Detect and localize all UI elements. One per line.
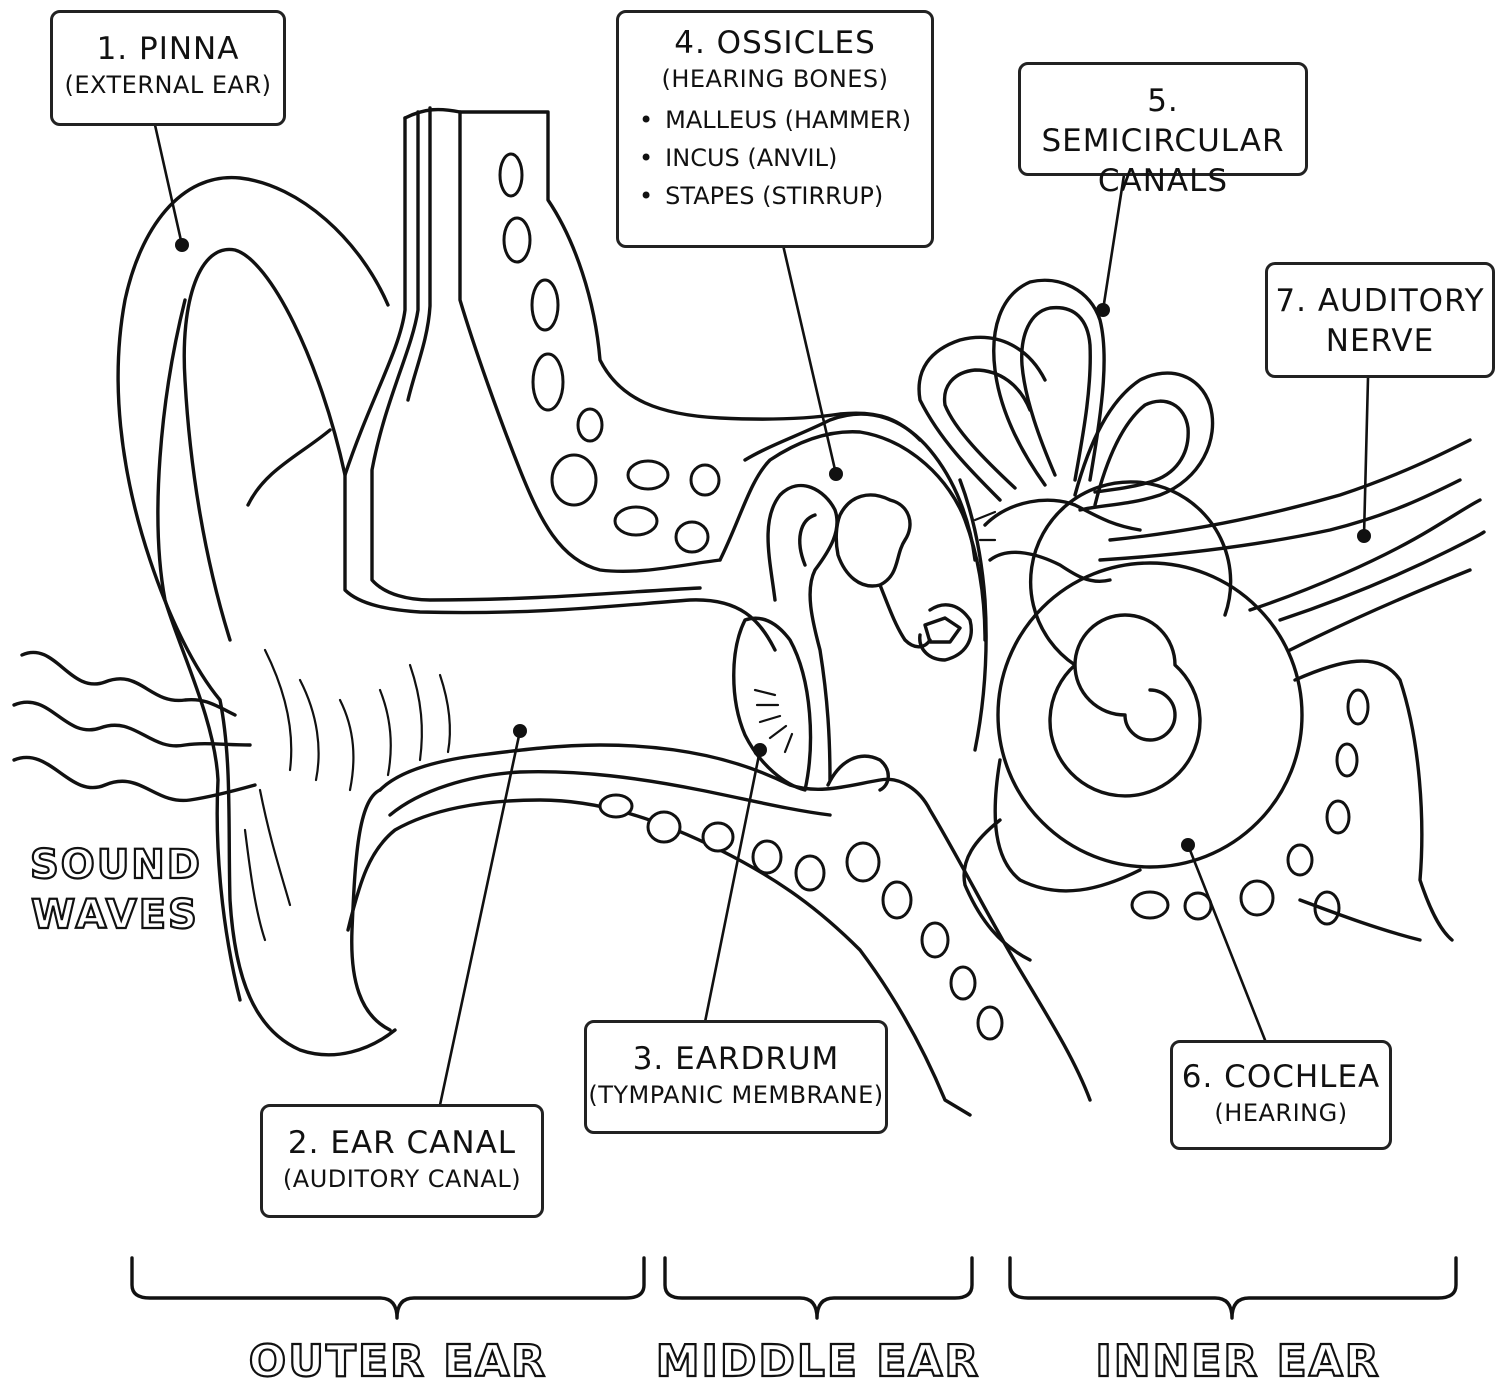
label-semicircular-canals: 5. SEMICIRCULAR CANALS	[1018, 62, 1308, 176]
label-cochlea-subtitle: (HEARING)	[1173, 1097, 1389, 1129]
section-braces	[132, 1258, 1456, 1318]
ossicles-drawing	[720, 414, 986, 790]
sound-waves-line2: WAVES	[30, 890, 200, 940]
label-ear-canal-title: 2. EAR CANAL	[263, 1123, 541, 1163]
section-outer-ear: OUTER EAR	[188, 1336, 608, 1387]
label-ossicles-title: 4. OSSICLES	[619, 23, 931, 63]
label-ossicles: 4. OSSICLES (HEARING BONES) MALLEUS (HAM…	[616, 10, 934, 248]
label-cochlea: 6. COCHLEA (HEARING)	[1170, 1040, 1392, 1150]
label-eardrum-title: 3. EARDRUM	[587, 1039, 885, 1079]
label-nerve-line2: NERVE	[1268, 321, 1492, 361]
label-cochlea-title: 6. COCHLEA	[1173, 1057, 1389, 1097]
leader-lines	[155, 125, 1371, 1105]
label-nerve-line1: 7. AUDITORY	[1268, 281, 1492, 321]
label-auditory-nerve: 7. AUDITORY NERVE	[1265, 262, 1495, 378]
sound-waves-line1: SOUND	[30, 840, 200, 890]
ossicle-item-incus: INCUS (ANVIL)	[619, 139, 931, 177]
sound-waves-label: SOUND WAVES	[30, 840, 200, 940]
semicircular-canals-drawing	[919, 280, 1212, 581]
label-ear-canal-subtitle: (AUDITORY CANAL)	[263, 1163, 541, 1195]
ossicle-item-stapes: STAPES (STIRRUP)	[619, 177, 931, 215]
label-pinna-title: 1. PINNA	[53, 29, 283, 69]
label-eardrum: 3. EARDRUM (TYMPANIC MEMBRANE)	[584, 1020, 888, 1134]
ossicle-item-malleus: MALLEUS (HAMMER)	[619, 101, 931, 139]
section-inner-ear: INNER EAR	[1028, 1336, 1448, 1387]
label-ear-canal: 2. EAR CANAL (AUDITORY CANAL)	[260, 1104, 544, 1218]
label-eardrum-subtitle: (TYMPANIC MEMBRANE)	[587, 1079, 885, 1111]
ear-canal-walls	[265, 108, 1090, 1115]
label-semicircular-line1: 5. SEMICIRCULAR	[1021, 81, 1305, 161]
bone-texture	[500, 154, 1368, 1039]
label-semicircular-line2: CANALS	[1021, 161, 1305, 201]
label-pinna-subtitle: (EXTERNAL EAR)	[53, 69, 283, 101]
section-middle-ear: MIDDLE EAR	[608, 1336, 1028, 1387]
label-ossicles-subtitle: (HEARING BONES)	[619, 63, 931, 95]
label-pinna: 1. PINNA (EXTERNAL EAR)	[50, 10, 286, 126]
